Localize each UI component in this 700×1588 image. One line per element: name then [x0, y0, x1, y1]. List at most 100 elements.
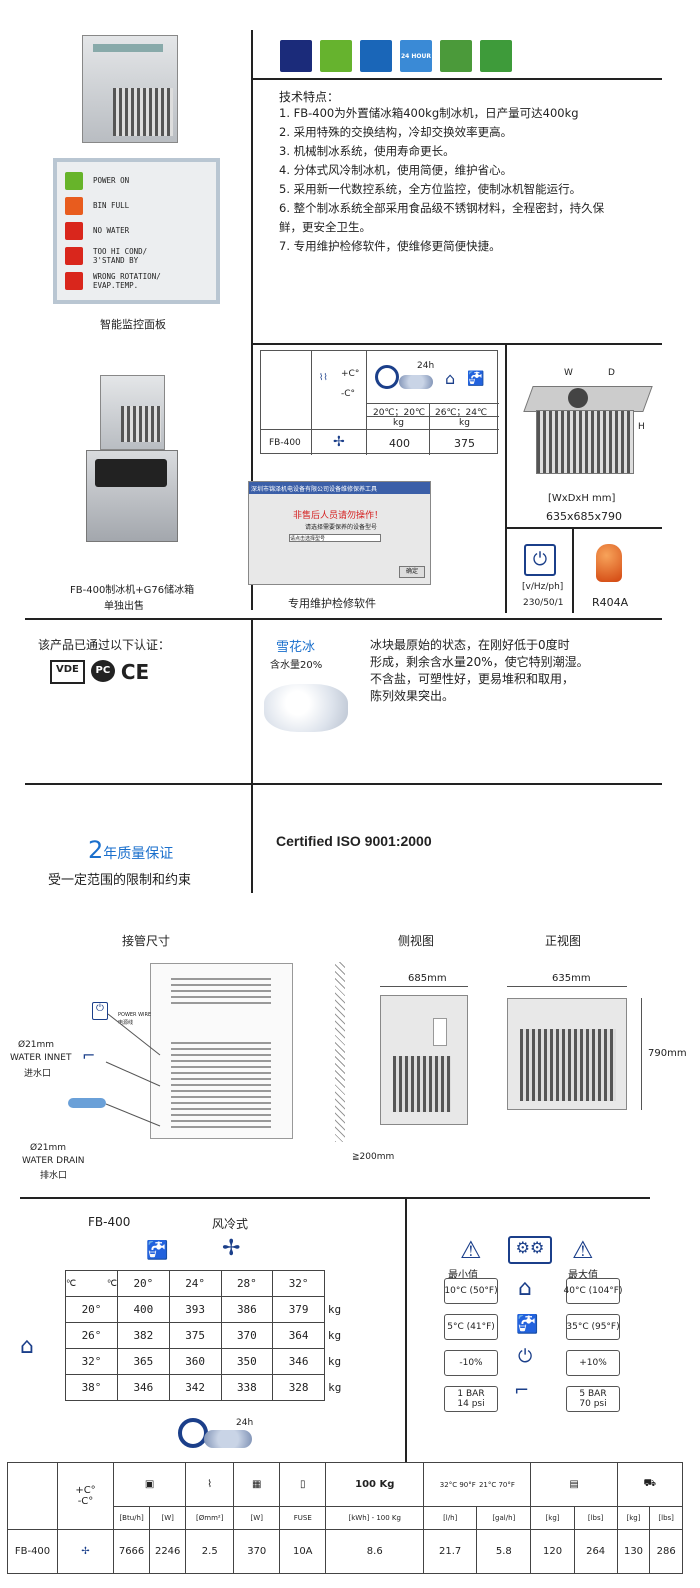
spec-value: FB-400: [7, 1528, 58, 1575]
warranty-num: 2: [88, 836, 104, 864]
row-header: 32°: [65, 1348, 118, 1375]
value-2: 375: [454, 437, 475, 450]
limit-max-value: 35°C (95°F): [566, 1314, 620, 1340]
ice-desc-line: 形成，剩余含水量20%，使它特别潮湿。: [370, 655, 589, 669]
spec-value: 8.6: [325, 1528, 425, 1575]
spec-value: 370: [233, 1528, 281, 1575]
perf-value: 346: [117, 1374, 170, 1401]
spec-100kg: 100 Kg: [355, 1479, 395, 1491]
power-label: [v/Hz/ph]: [522, 582, 564, 592]
unit-1: kg: [393, 418, 404, 428]
unit-2: kg: [459, 418, 470, 428]
house-icon: ⌂: [20, 1334, 34, 1359]
front-view-drawing: [507, 998, 627, 1110]
warranty-title: 2年质量保证: [88, 836, 173, 864]
tap-icon: [65, 221, 83, 240]
feature-item: 6. 整个制冰系统全部采用食品级不锈钢材料，全程密封，持久保: [279, 201, 605, 215]
flake-ice-image: [264, 684, 348, 732]
ce-logo-icon: CE: [120, 660, 150, 684]
power-wire-icon: ⏻: [92, 1002, 108, 1020]
clock-ice-icon: [178, 1418, 208, 1448]
spec-unit: [lbs]: [573, 1506, 618, 1530]
ice-desc-line: 冰块最原始的状态，在刚好低于0度时: [370, 638, 570, 652]
perf-cooling: 风冷式: [212, 1217, 249, 1231]
confirm-button[interactable]: 确定: [399, 566, 425, 578]
ice-100kg-cell: 100 Kg: [325, 1461, 425, 1508]
refrigerant-bottle-icon: [596, 544, 622, 582]
panel-item-label: BIN FULL: [93, 201, 130, 210]
panel-item: NO WATER: [65, 218, 208, 243]
panel-item: TOO HI COND/ 3'STAND BY: [65, 243, 208, 268]
limit-max-value: +10%: [566, 1350, 620, 1376]
perf-value: 342: [168, 1374, 222, 1401]
plus-temp: +C°: [341, 369, 360, 379]
tap-icon: 🚰: [467, 371, 485, 387]
perf-value: 360: [168, 1348, 222, 1375]
condenser-image: W D H: [523, 368, 653, 480]
model-cell: FB-400: [269, 438, 301, 448]
spec-value: 2246: [149, 1528, 187, 1575]
corner-cell: ℃℃: [65, 1270, 118, 1297]
spec-minus: -C°: [77, 1495, 94, 1507]
perf-value: 393: [168, 1296, 222, 1323]
perf-unit: kg: [328, 1381, 342, 1394]
feature-item: 2. 采用特殊的交换结构，冷却交换效率更高。: [279, 125, 513, 139]
label-24h-2: 24h: [236, 1418, 254, 1428]
spec-unit: [W]: [233, 1506, 281, 1530]
fan-icon-small: ✢: [57, 1528, 114, 1575]
feature-icons: 24 HOUR: [280, 40, 512, 72]
limit-house-icon: ⌂: [518, 1276, 532, 1301]
perf-value: 365: [117, 1348, 170, 1375]
cert-title: 该产品已通过以下认证：: [38, 638, 171, 652]
limit-min-value: 10°C (50°F): [444, 1278, 498, 1304]
spec-unit: [W]: [149, 1506, 187, 1530]
feature-item: 鲜，更安全卫生。: [279, 220, 371, 234]
front-title: 正视图: [545, 934, 582, 948]
col-header: 32°: [272, 1270, 325, 1297]
ice-pile-icon: [399, 375, 433, 389]
dim-h: H: [638, 422, 645, 432]
min-label: 最小值: [448, 1270, 478, 1281]
max-label: 最大值: [568, 1270, 598, 1281]
warranty-text: 年质量保证: [103, 846, 174, 862]
ice-water: 含水量20%: [270, 660, 323, 671]
col-header: 24°: [168, 1270, 222, 1297]
spec-temps-a: 32°C 90°F: [439, 1481, 476, 1490]
ice-machine-with-bin-image: [86, 375, 178, 550]
spec-unit: [l/h]: [423, 1506, 478, 1530]
perf-value: 350: [220, 1348, 274, 1375]
spec-value: 2.5: [185, 1528, 235, 1575]
condition-2: 26℃；24℃: [435, 408, 488, 418]
feature-item: 7. 专用维护检修软件，使维修更简便快捷。: [279, 239, 501, 253]
fuse-icon: ▯: [279, 1461, 327, 1508]
spec-value: 286: [649, 1528, 683, 1575]
row-header: 38°: [65, 1374, 118, 1401]
ice-machine-image: [82, 35, 178, 143]
power-wire-label: POWER WIRE: [118, 1012, 152, 1018]
spec-plus: +C°: [75, 1484, 96, 1496]
spec-unit: [kWh] - 100 Kg: [325, 1506, 425, 1530]
bin-icon: [65, 196, 83, 215]
value-1: 400: [389, 437, 410, 450]
condition-1: 20℃；20℃: [373, 408, 426, 418]
inlet-size: Ø21mm: [18, 1040, 55, 1050]
perf-value: 370: [220, 1322, 274, 1349]
software-caption: 专用维护检修软件: [288, 597, 376, 610]
production-table: ⌇⌇ +C° -C° 24h ⌂ 🚰 20℃；20℃ 26℃；24℃ kg kg…: [260, 350, 499, 455]
panel-item-label: NO WATER: [93, 226, 130, 235]
gap-label: ≧200mm: [352, 1152, 395, 1162]
limit-min-value: -10%: [444, 1350, 498, 1376]
model-select[interactable]: 请点击选择型号: [289, 534, 381, 542]
pipe-title: 接管尺寸: [122, 934, 171, 948]
spec-unit: [lbs]: [649, 1506, 683, 1530]
spec-value: 264: [573, 1528, 618, 1575]
software-title: 深圳市锦泽机电设备有限公司设备维修保养工具: [249, 482, 430, 494]
feature-item: 4. 分体式风冷制冰机，使用简便，维护省心。: [279, 163, 513, 177]
panel-icon: ▦: [233, 1461, 281, 1508]
perf-value: 379: [272, 1296, 325, 1323]
thermometer-icon: [65, 246, 83, 265]
features-title: 技术特点：: [279, 90, 340, 104]
clock-icon: [375, 365, 399, 389]
